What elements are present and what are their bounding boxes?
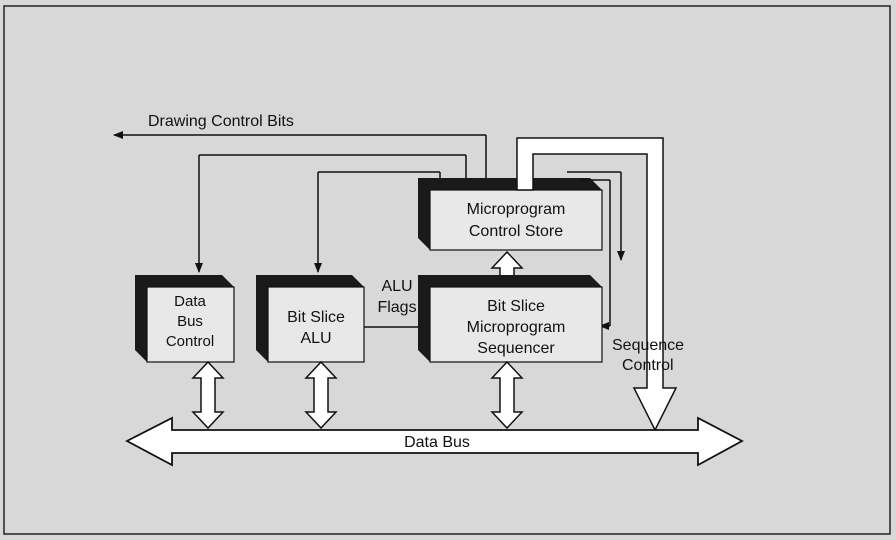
alu-bidirectional-arrow: [304, 360, 338, 430]
control-store-line-2: Control Store: [469, 223, 563, 240]
sequence-control-label-1: Sequence: [612, 337, 684, 354]
control-line-to-data-bus-control: [195, 154, 467, 273]
alu-flags-label-1: ALU: [381, 278, 412, 295]
bit-slice-alu-block: Bit Slice ALU: [256, 275, 365, 363]
alu-line-2: ALU: [300, 330, 331, 347]
sequencer-line-1: Bit Slice: [487, 298, 545, 315]
sequence-control-label-2: Control: [622, 357, 674, 374]
sequencer-line-2: Microprogram: [467, 319, 566, 336]
sequencer-line-3: Sequencer: [477, 340, 555, 357]
store-to-sequencer-feedback: [567, 171, 625, 261]
data-bus-arrow: [125, 416, 744, 467]
data-bus-label: Data Bus: [404, 434, 470, 451]
sequence-control-wide-arrow: [516, 137, 678, 432]
bit-slice-sequencer-block: Bit Slice Microprogram Sequencer: [418, 275, 603, 363]
control-store-line-1: Microprogram: [467, 201, 566, 218]
data-bus-control-bidirectional-arrow: [191, 360, 225, 430]
figure-frame: [3, 5, 891, 535]
alu-flags-label-2: Flags: [377, 299, 416, 316]
drawing-control-bits-arrow: [113, 131, 487, 178]
data-bus-control-line-1: Data: [174, 293, 206, 310]
control-line-to-alu: [314, 171, 441, 273]
drawing-control-bits-label: Drawing Control Bits: [148, 113, 294, 130]
alu-line-1: Bit Slice: [287, 309, 345, 326]
data-bus-control-block: Data Bus Control: [135, 275, 235, 363]
data-bus-control-line-3: Control: [166, 333, 214, 350]
data-bus-control-line-2: Bus: [177, 313, 203, 330]
microprogram-control-store-block: Microprogram Control Store: [418, 178, 603, 251]
sequencer-bidirectional-arrow: [490, 360, 524, 430]
